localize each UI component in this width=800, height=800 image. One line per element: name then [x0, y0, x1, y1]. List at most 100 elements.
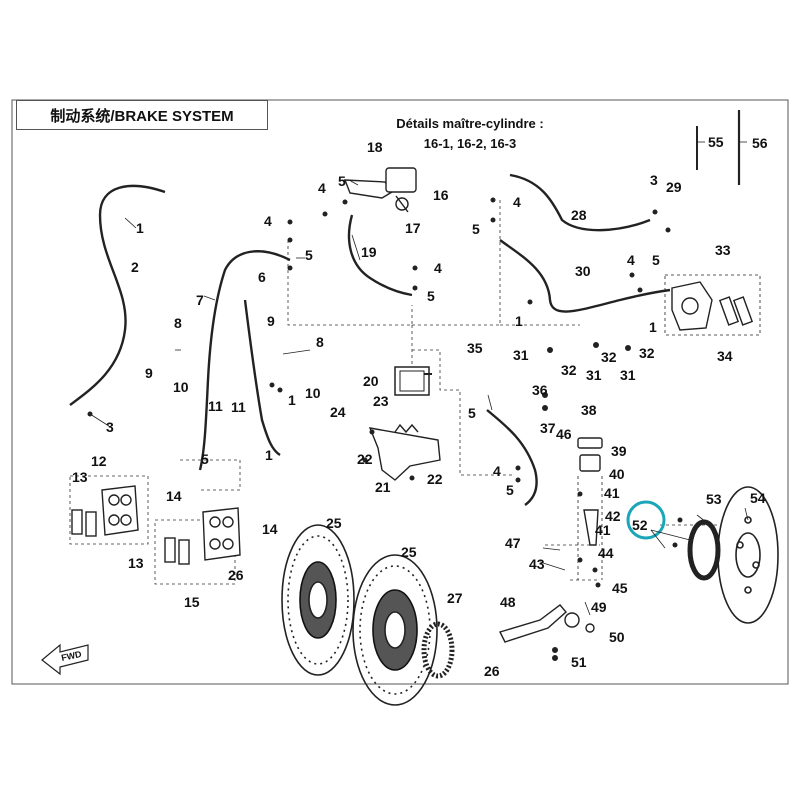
callout-30: 30 — [575, 263, 591, 279]
abs-sensor-cable-front — [69, 184, 166, 406]
callout-13: 13 — [128, 555, 144, 571]
leader-lines — [89, 141, 749, 616]
callout-37: 37 — [540, 420, 556, 436]
diagram-title: 制动系统/BRAKE SYSTEM — [16, 100, 268, 130]
callout-3: 3 — [106, 419, 114, 435]
abs-modulator — [394, 366, 432, 396]
callout-10: 10 — [173, 379, 189, 395]
fwd-arrow-icon: FWD — [41, 643, 89, 676]
callout-4: 4 — [318, 180, 326, 196]
front-caliper-left — [71, 485, 139, 537]
callout-5: 5 — [338, 173, 346, 189]
callout-25: 25 — [326, 515, 342, 531]
callout-22: 22 — [427, 471, 443, 487]
callout-4: 4 — [493, 463, 501, 479]
rear-disc-bracket — [687, 519, 721, 581]
callout-16: 16 — [433, 187, 449, 203]
callout-5: 5 — [201, 451, 209, 467]
callout-32: 32 — [561, 362, 577, 378]
callout-5: 5 — [468, 405, 476, 421]
callout-1: 1 — [136, 220, 144, 236]
dashed-group-lines — [69, 200, 720, 585]
callout-32: 32 — [601, 349, 617, 365]
rear-brake-disc — [717, 486, 779, 624]
note-line-1: Détails maître-cylindre : — [396, 116, 544, 131]
callout-42: 42 — [605, 508, 621, 524]
callout-53: 53 — [706, 491, 722, 507]
callout-46: 46 — [556, 426, 572, 442]
callout-26: 26 — [228, 567, 244, 583]
callout-4: 4 — [434, 260, 442, 276]
callout-31: 31 — [513, 347, 529, 363]
callout-32: 32 — [639, 345, 655, 361]
callout-20: 20 — [363, 373, 379, 389]
callout-48: 48 — [500, 594, 516, 610]
callout-3: 3 — [650, 172, 658, 188]
callout-4: 4 — [264, 213, 272, 229]
callout-22: 22 — [357, 451, 373, 467]
callout-5: 5 — [427, 288, 435, 304]
callout-41: 41 — [604, 485, 620, 501]
abs-tone-ring — [421, 621, 455, 679]
callout-5: 5 — [652, 252, 660, 268]
rear-abs-cable — [509, 173, 651, 232]
callout-5: 5 — [506, 482, 514, 498]
callout-17: 17 — [405, 220, 421, 236]
callout-49: 49 — [591, 599, 607, 615]
diagram-frame — [11, 99, 789, 685]
callout-44: 44 — [598, 545, 614, 561]
callout-36: 36 — [532, 382, 548, 398]
rear-master-hose — [486, 409, 538, 506]
abs-bracket — [368, 423, 441, 481]
callout-26: 26 — [484, 663, 500, 679]
callout-50: 50 — [609, 629, 625, 645]
callout-34: 34 — [717, 348, 733, 364]
callout-25: 25 — [401, 544, 417, 560]
callout-43: 43 — [529, 556, 545, 572]
callout-52: 52 — [632, 517, 648, 533]
callout-6: 6 — [258, 269, 266, 285]
front-disc-right — [352, 554, 438, 706]
callout-27: 27 — [447, 590, 463, 606]
callout-54: 54 — [750, 490, 766, 506]
rear-caliper — [664, 274, 761, 336]
callout-9: 9 — [267, 313, 275, 329]
callout-1: 1 — [288, 392, 296, 408]
callout-7: 7 — [196, 292, 204, 308]
callout-5: 5 — [472, 221, 480, 237]
callout-11: 11 — [231, 399, 246, 415]
master-cylinder-note: Détails maître-cylindre : 16-1, 16-2, 16… — [370, 114, 570, 154]
hardware-bolts — [87, 197, 683, 661]
callout-9: 9 — [145, 365, 153, 381]
callout-47: 47 — [505, 535, 521, 551]
callout-5: 5 — [305, 247, 313, 263]
hoses — [69, 173, 671, 506]
callout-11: 11 — [208, 398, 223, 414]
front-brake-hose-lower — [243, 299, 281, 457]
callout-31: 31 — [586, 367, 602, 383]
master-cylinder-hose — [347, 214, 413, 297]
callout-38: 38 — [581, 402, 597, 418]
callout-13: 13 — [72, 469, 88, 485]
callout-21: 21 — [375, 479, 391, 495]
callout-56: 56 — [752, 135, 768, 151]
callout-8: 8 — [316, 334, 324, 350]
callout-4: 4 — [513, 194, 521, 210]
callout-35: 35 — [467, 340, 483, 356]
callout-19: 19 — [361, 244, 377, 260]
callout-40: 40 — [609, 466, 625, 482]
callout-29: 29 — [666, 179, 682, 195]
callout-12: 12 — [91, 453, 107, 469]
note-line-2: 16-1, 16-2, 16-3 — [423, 136, 517, 151]
front-disc-left — [281, 524, 355, 676]
callout-33: 33 — [715, 242, 731, 258]
callout-4: 4 — [627, 252, 635, 268]
callout-8: 8 — [174, 315, 182, 331]
front-master-cylinder — [343, 167, 417, 213]
fwd-label: FWD — [60, 649, 83, 663]
highlight-circle-52 — [626, 500, 666, 540]
callout-1: 1 — [265, 447, 273, 463]
